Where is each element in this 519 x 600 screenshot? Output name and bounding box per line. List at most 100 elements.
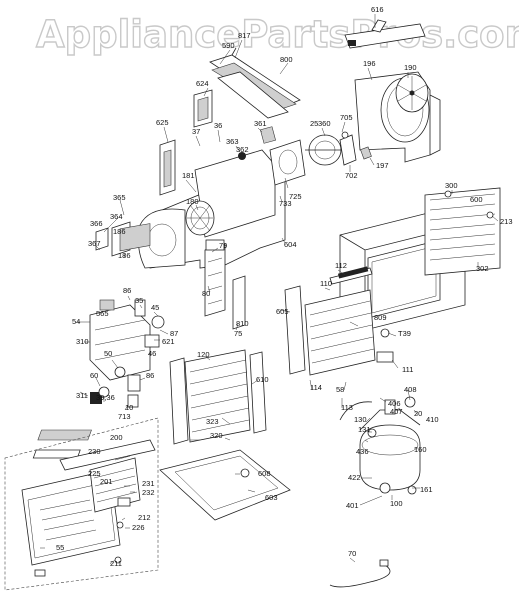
- callout-86a: 86: [123, 286, 131, 295]
- callout-111: 111: [402, 365, 413, 374]
- callout-110: 110: [320, 279, 332, 288]
- callout-725: 725: [289, 192, 302, 201]
- callout-600: 600: [470, 195, 483, 204]
- panel-624: [193, 89, 213, 128]
- callout-702: 702: [345, 171, 358, 180]
- callout-190: 190: [404, 63, 417, 72]
- callout-225: 225: [88, 469, 101, 478]
- callout-113: 113: [341, 403, 353, 412]
- leader-lines: [40, 14, 499, 565]
- callout-616: 616: [371, 5, 384, 14]
- compressor: [339, 396, 421, 495]
- callout-79: 79: [219, 241, 227, 250]
- callout-408: 408: [404, 385, 417, 394]
- callout-114: 114: [310, 383, 322, 392]
- callout-100: 100: [390, 499, 403, 508]
- fan-motor: [305, 131, 372, 166]
- callout-55: 55: [56, 543, 64, 552]
- callout-20: 20: [414, 409, 422, 418]
- callout-180: 180: [186, 197, 199, 206]
- callout-131: 131: [358, 425, 371, 434]
- blower-wheel: [185, 200, 215, 236]
- callout-45: 45: [151, 303, 159, 312]
- callout-58: 58: [336, 385, 344, 394]
- callout-422: 422: [348, 473, 361, 482]
- callout-211: 211: [110, 559, 122, 568]
- rear-grille: [424, 187, 501, 276]
- callout-60: 60: [90, 371, 98, 380]
- callout-300: 300: [445, 181, 458, 190]
- callout-161: 161: [420, 485, 433, 494]
- callout-35: 35: [135, 296, 143, 305]
- callout-407: 407: [390, 407, 403, 416]
- blower-scroll: [95, 208, 186, 269]
- callout-817: 817: [238, 31, 251, 40]
- callout-181: 181: [182, 171, 195, 180]
- callout-80: 80: [202, 289, 210, 298]
- callout-213: 213: [500, 217, 513, 226]
- callout-36: 36: [214, 121, 222, 130]
- callout-603: 603: [265, 493, 278, 502]
- callout-809: 809: [374, 313, 387, 322]
- callout-363: 363: [226, 137, 239, 146]
- callout-54: 54: [72, 317, 80, 326]
- callout-320: 320: [210, 431, 223, 440]
- callout-120: 120: [197, 350, 210, 359]
- callout-310: 310: [76, 337, 89, 346]
- callout-37: 37: [192, 127, 200, 136]
- callout-624: 624: [196, 79, 209, 88]
- callout-230: 230: [88, 447, 101, 456]
- callout-362: 362: [236, 145, 249, 154]
- callout-713: 713: [118, 412, 131, 421]
- callout-810: 810: [236, 319, 249, 328]
- callout-70: 70: [348, 549, 356, 558]
- callout-3936: 39,36: [96, 393, 115, 402]
- callout-621: 621: [162, 337, 175, 346]
- callout-323: 323: [206, 417, 219, 426]
- base-tray: [32, 429, 291, 521]
- callout-130: 130: [354, 415, 367, 424]
- callout-302: 302: [476, 264, 489, 273]
- callout-86b: 86: [146, 371, 154, 380]
- top-rail-assembly: [209, 19, 426, 119]
- front-grille-box: [4, 417, 159, 591]
- callout-590: 590: [222, 41, 235, 50]
- callout-t39: T39: [398, 329, 411, 338]
- callout-226: 226: [132, 523, 145, 532]
- callout-608: 608: [258, 469, 271, 478]
- watermark: AppliancePartsPros.com: [36, 13, 519, 56]
- callout-406: 406: [388, 399, 401, 408]
- callout-367: 367: [88, 239, 101, 248]
- callout-186a: 186: [113, 227, 126, 236]
- callout-196: 196: [363, 59, 376, 68]
- callout-604: 604: [284, 240, 297, 249]
- callout-364: 364: [110, 212, 123, 221]
- evaporator-coil: [169, 349, 267, 445]
- callout-200: 200: [110, 433, 123, 442]
- callout-436: 436: [356, 447, 369, 456]
- callout-410: 410: [426, 415, 439, 424]
- power-cord: [329, 564, 391, 588]
- callout-366: 366: [90, 219, 103, 228]
- callout-232: 232: [142, 488, 155, 497]
- callout-212: 212: [138, 513, 151, 522]
- callout-186b: 186: [118, 251, 131, 260]
- callout-87: 87: [170, 329, 178, 338]
- callout-201: 201: [100, 477, 113, 486]
- callout-401: 401: [346, 501, 359, 510]
- capacitor-stack: [204, 239, 246, 330]
- cord-plug: [379, 559, 389, 567]
- callout-25: 25: [310, 119, 318, 128]
- condenser-fan-blade: [395, 73, 429, 113]
- callout-605: 605: [276, 307, 289, 316]
- callout-733: 733: [279, 199, 292, 208]
- callout-160: 160: [414, 445, 427, 454]
- callout-360: 360: [318, 119, 331, 128]
- callout-625: 625: [156, 118, 169, 127]
- callout-361: 361: [254, 119, 267, 128]
- callout-565: 565: [96, 309, 109, 318]
- callout-705: 705: [340, 113, 353, 122]
- callout-75: 75: [234, 329, 242, 338]
